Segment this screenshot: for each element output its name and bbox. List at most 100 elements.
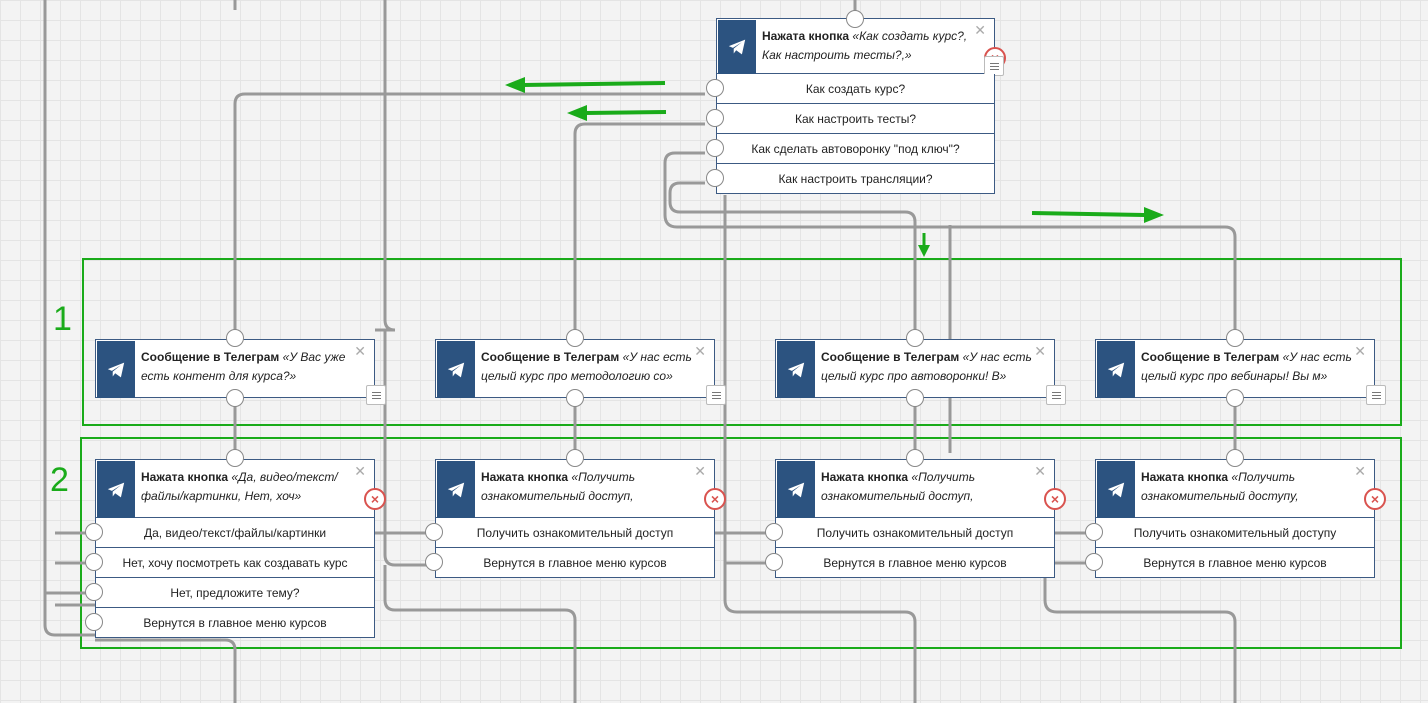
button-node[interactable]: Нажата кнопка «Получить ознакомительный … [425, 449, 726, 578]
telegram-icon [437, 461, 475, 518]
delete-icon[interactable]: × [364, 488, 386, 510]
delete-icon[interactable]: × [1364, 488, 1386, 510]
option-button[interactable]: Получить ознакомительный доступ [765, 518, 1055, 548]
note-icon[interactable] [1366, 385, 1386, 405]
node-text: Сообщение в Телеграм «У нас есть целый к… [1141, 350, 1352, 383]
option-button[interactable]: Да, видео/текст/файлы/картинки [85, 518, 375, 548]
note-icon[interactable] [706, 385, 726, 405]
option-button[interactable]: Как настроить тесты? [706, 104, 995, 134]
option-button[interactable]: Вернутся в главное меню курсов [425, 548, 715, 578]
node-header: Сообщение в Телеграм «У нас есть целый к… [1095, 339, 1386, 405]
telegram-icon [718, 20, 756, 74]
output-port[interactable] [85, 613, 103, 631]
button-node[interactable]: Нажата кнопка «Получить ознакомительный … [1085, 449, 1386, 578]
close-icon[interactable]: ✕ [1354, 463, 1366, 479]
close-icon[interactable]: ✕ [974, 22, 986, 38]
output-port[interactable] [1085, 553, 1103, 571]
option-button[interactable]: Вернутся в главное меню курсов [85, 608, 375, 638]
arrow-right [1031, 207, 1164, 223]
delete-icon[interactable]: × [1044, 488, 1066, 510]
arrow-down [918, 233, 930, 257]
close-icon[interactable]: ✕ [694, 463, 706, 479]
input-port[interactable] [566, 329, 584, 347]
node-header: Нажата кнопка «Получить ознакомительный … [775, 459, 1066, 518]
telegram-icon [777, 461, 815, 518]
node-header: Сообщение в Телеграм «У Вас уже есть кон… [95, 339, 386, 405]
close-icon[interactable]: ✕ [1034, 463, 1046, 479]
node-text: Нажата кнопка «Получить ознакомительный … [481, 470, 636, 503]
telegram-icon [97, 461, 135, 518]
option-button[interactable]: Вернутся в главное меню курсов [765, 548, 1055, 578]
telegram-icon [1097, 461, 1135, 518]
node-header: Нажата кнопка «Как создать курс?, Как на… [716, 18, 1006, 76]
close-icon[interactable]: ✕ [1354, 343, 1366, 359]
input-port[interactable] [566, 449, 584, 467]
output-port[interactable] [85, 583, 103, 601]
input-port[interactable] [226, 329, 244, 347]
node-text: Нажата кнопка «Как создать курс?, Как на… [762, 29, 968, 62]
output-port[interactable] [425, 523, 443, 541]
button-node[interactable]: Нажата кнопка «Да, видео/текст/ файлы/ка… [85, 449, 386, 638]
node-text: Сообщение в Телеграм «У нас есть целый к… [821, 350, 1032, 383]
output-port[interactable] [566, 389, 584, 407]
telegram-icon [437, 341, 475, 398]
option-button[interactable]: Нет, предложите тему? [85, 578, 375, 608]
telegram-icon [1097, 341, 1135, 398]
delete-icon[interactable]: × [704, 488, 726, 510]
group-1-label: 1 [53, 300, 72, 338]
output-port[interactable] [706, 139, 724, 157]
option-button[interactable]: Как сделать автоворонку "под ключ"? [706, 134, 995, 164]
note-icon[interactable] [366, 385, 386, 405]
node-header: Нажата кнопка «Получить ознакомительный … [1095, 459, 1386, 518]
telegram-icon [97, 341, 135, 398]
message-node[interactable]: Сообщение в Телеграм «У нас есть целый к… [1095, 329, 1386, 407]
output-port[interactable] [85, 523, 103, 541]
arrow-left-2 [567, 105, 667, 121]
option-button[interactable]: Получить ознакомительный доступ [425, 518, 715, 548]
telegram-icon [777, 341, 815, 398]
node-text: Нажата кнопка «Получить ознакомительный … [1141, 470, 1299, 503]
input-port[interactable] [226, 449, 244, 467]
node-text: Нажата кнопка «Получить ознакомительный … [821, 470, 976, 503]
node-header: Нажата кнопка «Да, видео/текст/ файлы/ка… [95, 459, 386, 518]
input-port[interactable] [906, 449, 924, 467]
input-port[interactable] [1226, 449, 1244, 467]
output-port[interactable] [906, 389, 924, 407]
node-text: Нажата кнопка «Да, видео/текст/ файлы/ка… [141, 470, 338, 503]
output-port[interactable] [765, 553, 783, 571]
close-icon[interactable]: ✕ [1034, 343, 1046, 359]
output-port[interactable] [706, 169, 724, 187]
option-button[interactable]: Как настроить трансляции? [706, 164, 995, 194]
message-node[interactable]: Сообщение в Телеграм «У нас есть целый к… [775, 329, 1066, 407]
close-icon[interactable]: ✕ [354, 463, 366, 479]
top-button-node[interactable]: Нажата кнопка «Как создать курс?, Как на… [706, 10, 1006, 194]
option-button[interactable]: Вернутся в главное меню курсов [1085, 548, 1375, 578]
output-port[interactable] [1085, 523, 1103, 541]
node-header: Нажата кнопка «Получить ознакомительный … [435, 459, 726, 518]
node-text: Сообщение в Телеграм «У Вас уже есть кон… [141, 350, 346, 383]
output-port[interactable] [226, 389, 244, 407]
input-port[interactable] [1226, 329, 1244, 347]
output-port[interactable] [85, 553, 103, 571]
option-button[interactable]: Как создать курс? [706, 74, 995, 104]
node-header: Сообщение в Телеграм «У нас есть целый к… [435, 339, 726, 405]
node-text: Сообщение в Телеграм «У нас есть целый к… [481, 350, 692, 383]
message-node[interactable]: Сообщение в Телеграм «У нас есть целый к… [435, 329, 726, 407]
output-port[interactable] [1226, 389, 1244, 407]
arrow-left-1 [505, 77, 666, 93]
output-port[interactable] [706, 109, 724, 127]
output-port[interactable] [425, 553, 443, 571]
option-button[interactable]: Получить ознакомительный доступу [1085, 518, 1375, 548]
option-button[interactable]: Нет, хочу посмотреть как создавать курс [85, 548, 375, 578]
close-icon[interactable]: ✕ [694, 343, 706, 359]
input-port[interactable] [846, 10, 864, 28]
group-2-label: 2 [50, 461, 69, 499]
output-port[interactable] [706, 79, 724, 97]
message-node[interactable]: Сообщение в Телеграм «У Вас уже есть кон… [95, 329, 386, 407]
note-icon[interactable] [984, 56, 1004, 76]
input-port[interactable] [906, 329, 924, 347]
button-node[interactable]: Нажата кнопка «Получить ознакомительный … [765, 449, 1066, 578]
close-icon[interactable]: ✕ [354, 343, 366, 359]
output-port[interactable] [765, 523, 783, 541]
note-icon[interactable] [1046, 385, 1066, 405]
